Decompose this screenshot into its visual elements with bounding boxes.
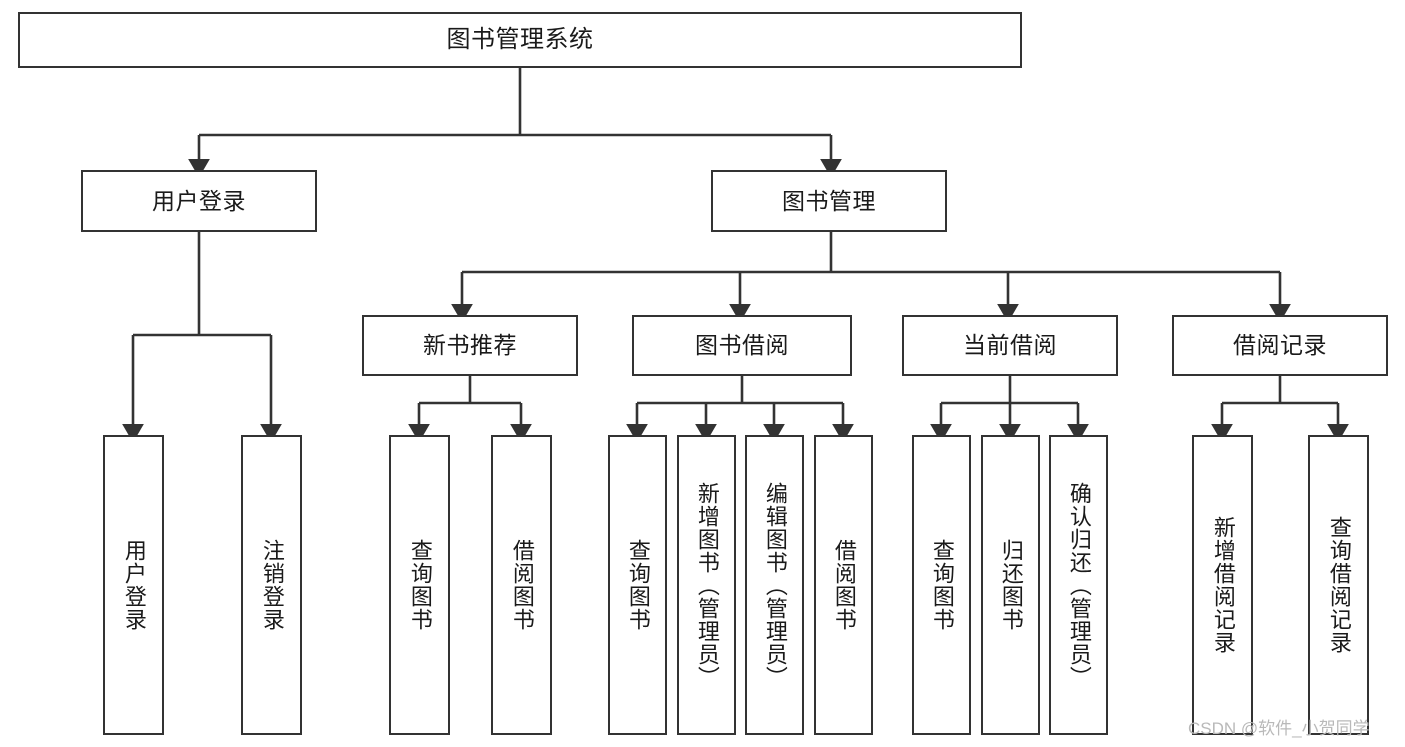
node-root-label: 图书管理系统	[446, 26, 594, 54]
node-leaf-confirm-return-label: 确认归还（管理员）	[1066, 481, 1092, 689]
node-leaf-add-record[interactable]: 新增借阅记录	[1192, 435, 1253, 735]
node-book-borrow-label: 图书借阅	[695, 332, 789, 359]
node-leaf-query-record[interactable]: 查询借阅记录	[1308, 435, 1369, 735]
node-new-book-rec[interactable]: 新书推荐	[362, 315, 578, 376]
node-current-borrow[interactable]: 当前借阅	[902, 315, 1118, 376]
node-book-borrow[interactable]: 图书借阅	[632, 315, 852, 376]
node-leaf-query-book-3-label: 查询图书	[929, 539, 955, 631]
node-leaf-query-book-1-label: 查询图书	[407, 539, 433, 631]
node-leaf-query-record-label: 查询借阅记录	[1326, 516, 1352, 654]
node-leaf-borrow-book-1-label: 借阅图书	[509, 539, 535, 631]
node-leaf-query-book-3[interactable]: 查询图书	[912, 435, 971, 735]
node-current-borrow-label: 当前借阅	[963, 332, 1057, 359]
node-leaf-query-book-2-label: 查询图书	[625, 539, 651, 631]
node-leaf-edit-book-label: 编辑图书（管理员）	[762, 481, 788, 689]
node-new-book-rec-label: 新书推荐	[423, 332, 517, 359]
node-leaf-return-book-label: 归还图书	[998, 539, 1024, 631]
node-book-manage-label: 图书管理	[782, 187, 876, 214]
csdn-watermark: CSDN @软件_小贺同学	[1188, 719, 1370, 738]
node-leaf-borrow-book-2-label: 借阅图书	[831, 539, 857, 631]
node-leaf-add-book[interactable]: 新增图书（管理员）	[677, 435, 736, 735]
node-leaf-borrow-book-1[interactable]: 借阅图书	[491, 435, 552, 735]
node-leaf-confirm-return[interactable]: 确认归还（管理员）	[1049, 435, 1108, 735]
node-user-login-label: 用户登录	[152, 187, 246, 214]
node-leaf-user-login-label: 用户登录	[121, 539, 147, 631]
node-user-login[interactable]: 用户登录	[81, 170, 317, 232]
node-book-manage[interactable]: 图书管理	[711, 170, 947, 232]
node-root[interactable]: 图书管理系统	[18, 12, 1022, 68]
node-leaf-add-record-label: 新增借阅记录	[1210, 516, 1236, 654]
node-leaf-query-book-1[interactable]: 查询图书	[389, 435, 450, 735]
node-leaf-query-book-2[interactable]: 查询图书	[608, 435, 667, 735]
node-leaf-return-book[interactable]: 归还图书	[981, 435, 1040, 735]
node-leaf-add-book-label: 新增图书（管理员）	[694, 481, 720, 689]
node-leaf-edit-book[interactable]: 编辑图书（管理员）	[745, 435, 804, 735]
node-borrow-record[interactable]: 借阅记录	[1172, 315, 1388, 376]
node-leaf-borrow-book-2[interactable]: 借阅图书	[814, 435, 873, 735]
node-leaf-logout[interactable]: 注销登录	[241, 435, 302, 735]
node-leaf-user-login[interactable]: 用户登录	[103, 435, 164, 735]
node-borrow-record-label: 借阅记录	[1233, 332, 1327, 359]
node-leaf-logout-label: 注销登录	[259, 539, 285, 631]
